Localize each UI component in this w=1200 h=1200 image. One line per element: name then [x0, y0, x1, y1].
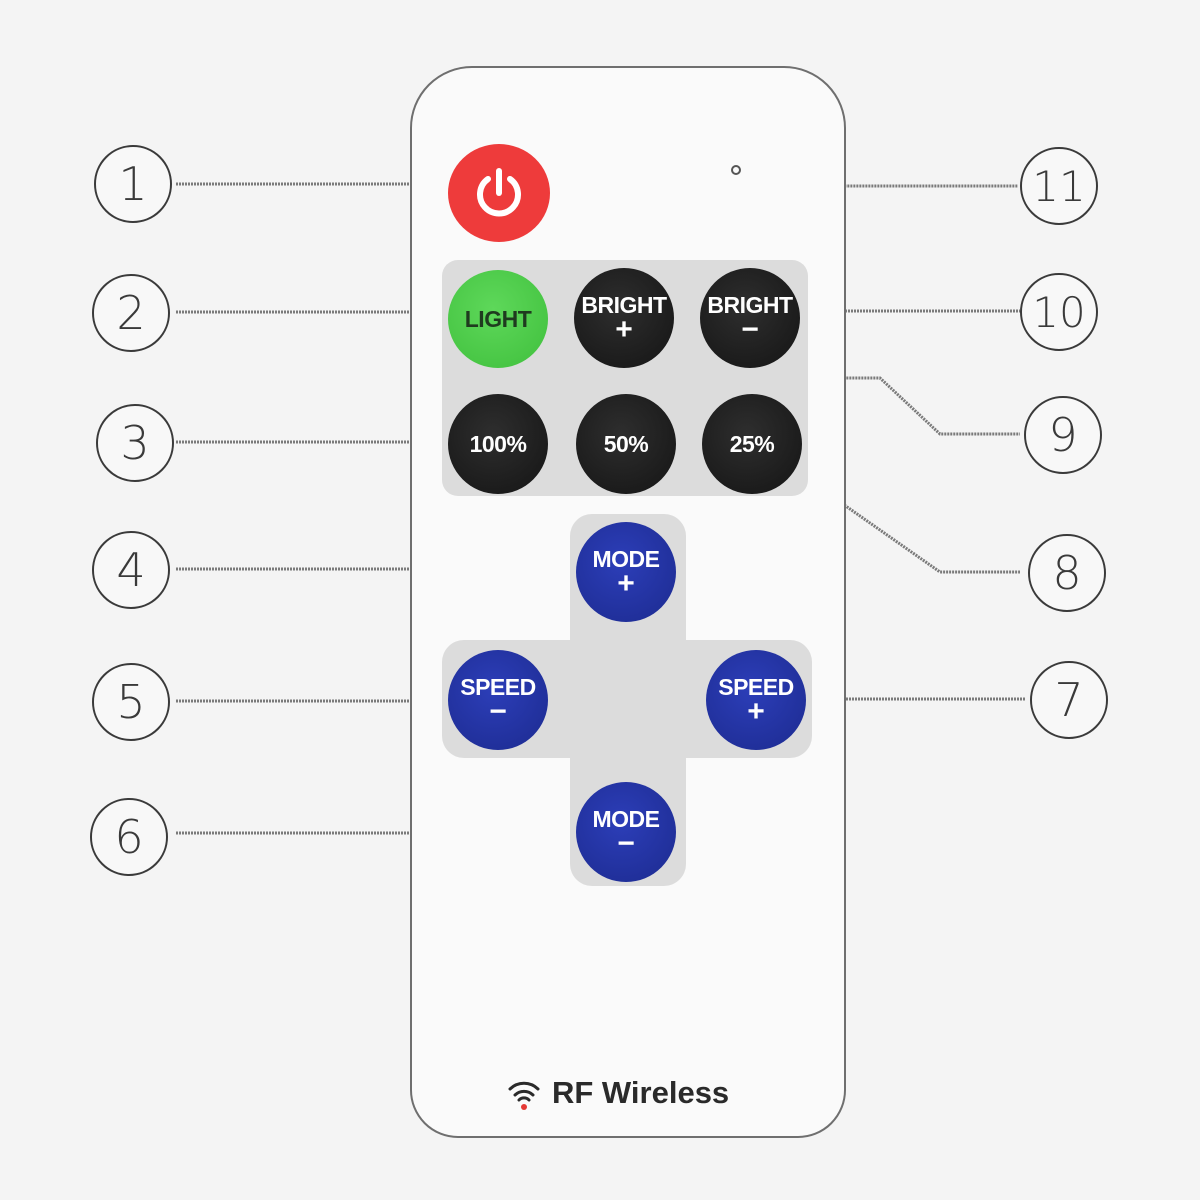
minus-sign: −: [617, 826, 635, 860]
ir-indicator: [731, 165, 741, 175]
light-button[interactable]: LIGHT: [448, 270, 548, 368]
power-button[interactable]: [448, 144, 550, 242]
callout-8: 8: [1028, 534, 1106, 612]
callout-11: 11: [1020, 147, 1098, 225]
wifi-icon: [508, 1081, 540, 1110]
light-label: LIGHT: [464, 305, 532, 332]
speed-minus-button[interactable]: SPEED −: [448, 650, 548, 750]
brightness-50-label: 50%: [603, 430, 649, 457]
mode-plus-label: MODE: [592, 545, 661, 572]
mode-minus-label: MODE: [592, 805, 661, 832]
brightness-100-label: 100%: [469, 430, 527, 457]
speed-plus-label: SPEED: [718, 673, 794, 700]
bright-plus-button[interactable]: BRIGHT +: [574, 268, 674, 368]
plus-sign: +: [617, 566, 635, 600]
callout-9: 9: [1024, 396, 1102, 474]
brand-label: RF Wireless: [506, 1072, 766, 1114]
minus-sign: −: [489, 694, 507, 728]
plus-sign: +: [615, 312, 633, 346]
brightness-100-button[interactable]: 100%: [448, 394, 548, 494]
callout-1: 1: [94, 145, 172, 223]
brightness-50-button[interactable]: 50%: [576, 394, 676, 494]
speed-minus-label: SPEED: [460, 673, 536, 700]
callout-2: 2: [92, 274, 170, 352]
callout-4: 4: [92, 531, 170, 609]
plus-sign: +: [747, 694, 765, 728]
mode-minus-button[interactable]: MODE −: [576, 782, 676, 882]
bright-minus-button[interactable]: BRIGHT −: [700, 268, 800, 368]
callout-10: 10: [1020, 273, 1098, 351]
brightness-25-label: 25%: [729, 430, 775, 457]
brand-text: RF Wireless: [552, 1075, 730, 1110]
callout-7: 7: [1030, 661, 1108, 739]
callout-5: 5: [92, 663, 170, 741]
power-icon: [477, 168, 521, 217]
brightness-25-button[interactable]: 25%: [702, 394, 802, 494]
callout-3: 3: [96, 404, 174, 482]
callout-6: 6: [90, 798, 168, 876]
mode-plus-button[interactable]: MODE +: [576, 522, 676, 622]
bright-plus-label: BRIGHT: [581, 291, 667, 318]
speed-plus-button[interactable]: SPEED +: [706, 650, 806, 750]
minus-sign: −: [741, 312, 759, 346]
bright-minus-label: BRIGHT: [707, 291, 793, 318]
